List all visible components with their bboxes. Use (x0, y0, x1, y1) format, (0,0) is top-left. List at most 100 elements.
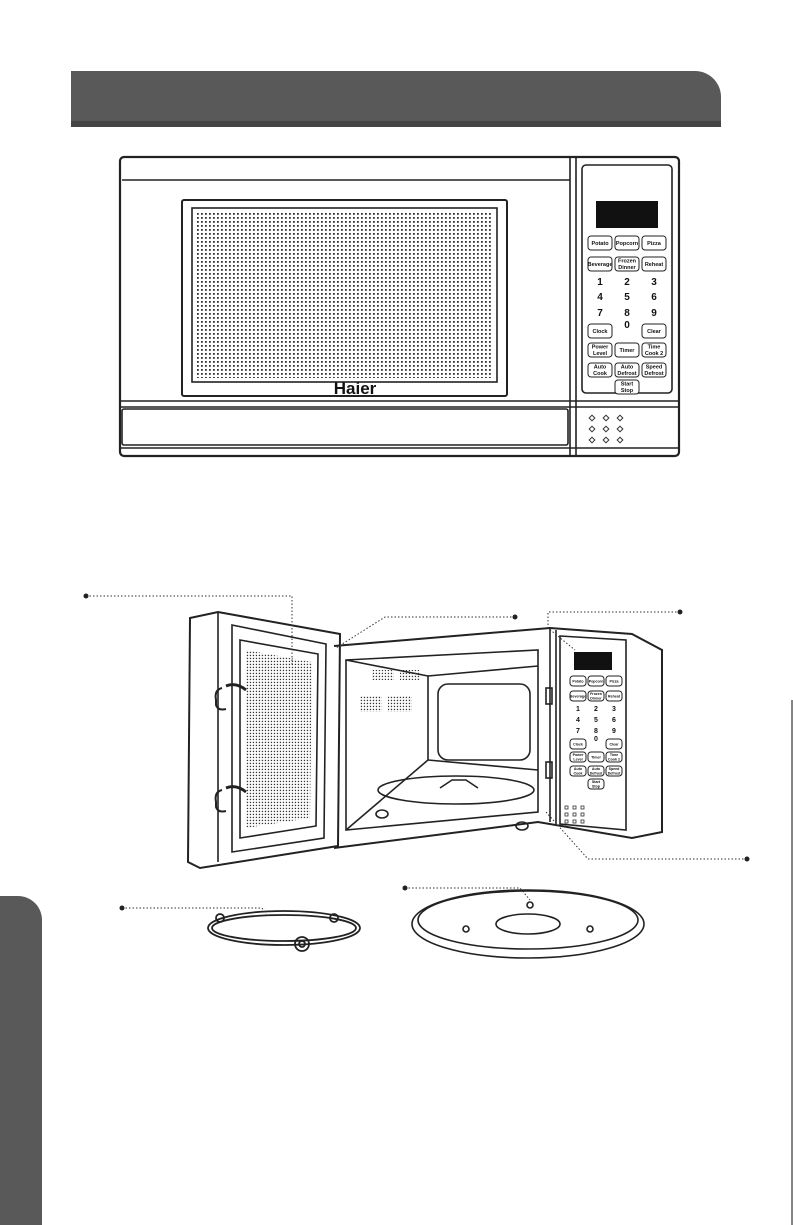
popcorn-button[interactable]: Popcorn (587, 675, 605, 687)
key-label: Power (573, 753, 584, 757)
reheat-button[interactable]: Reheat (605, 690, 623, 702)
clear-button[interactable]: Clear (641, 323, 667, 339)
clock-button[interactable]: Clock (587, 323, 613, 339)
clock-button[interactable]: Clock (569, 738, 587, 750)
side-section-tab (0, 896, 42, 1225)
key-label: Stop (592, 785, 601, 789)
digit-key-5[interactable]: 5 (594, 717, 598, 724)
digit-key-1[interactable]: 1 (597, 277, 603, 288)
key-label: Power (592, 345, 609, 351)
key-label: Auto (592, 767, 601, 771)
key-label: Start (592, 780, 601, 784)
key-label: Reheat (645, 262, 664, 268)
digit-key-0[interactable]: 0 (594, 736, 598, 743)
key-label: Auto (621, 365, 634, 371)
key-label: Defrost (590, 772, 603, 776)
key-label: Stop (621, 388, 634, 394)
digit-key-7[interactable]: 7 (597, 308, 603, 319)
key-label: Dinner (618, 265, 636, 271)
key-label: Clock (573, 742, 583, 746)
popcorn-button[interactable]: Popcorn (614, 235, 640, 251)
reheat-button[interactable]: Reheat (641, 256, 667, 272)
key-label: Cook 2 (645, 351, 663, 357)
key-label: Level (593, 351, 608, 357)
digit-key-2[interactable]: 2 (594, 706, 598, 713)
digit-key-9[interactable]: 9 (612, 728, 616, 735)
timer-button[interactable]: Timer (614, 342, 640, 358)
pizza-button[interactable]: Pizza (641, 235, 667, 251)
callout-leaders (86, 595, 747, 915)
microwave-front-view (118, 155, 681, 458)
key-label: Defrost (608, 772, 621, 776)
digit-key-5[interactable]: 5 (624, 292, 630, 303)
beverage-button[interactable]: Beverage (569, 690, 587, 702)
key-label: Defrost (644, 371, 663, 377)
key-label: Clock (593, 329, 609, 335)
key-label: Time (648, 345, 661, 351)
digit-key-7[interactable]: 7 (576, 728, 580, 735)
key-label: Frozen (590, 692, 602, 696)
key-label: Speed (646, 365, 663, 371)
digit-key-4[interactable]: 4 (576, 717, 580, 724)
key-label: Beverage (588, 262, 613, 268)
key-label: Cook (593, 371, 608, 377)
key-label: Cook 2 (608, 758, 620, 762)
digit-key-6[interactable]: 6 (612, 717, 616, 724)
key-label: Level (573, 758, 582, 762)
key-label: Popcorn (616, 241, 639, 247)
key-label: Popcorn (589, 679, 604, 683)
front-vent-dots (588, 414, 624, 444)
key-label: Clear (610, 742, 620, 746)
key-label: Pizza (647, 241, 662, 247)
key-label: Time (610, 753, 618, 757)
open-keypad: Potato Popcorn PizzaBeverageFrozenDinnerRe… (569, 675, 623, 790)
key-label: Potato (572, 679, 584, 683)
digit-key-8[interactable]: 8 (624, 308, 630, 319)
section-header-band (71, 71, 721, 127)
digit-key-1[interactable]: 1 (576, 706, 580, 713)
callout-dots (83, 593, 750, 911)
key-label: Pizza (610, 679, 620, 683)
beverage-button[interactable]: Beverage (587, 256, 613, 272)
potato-button[interactable]: Potato (587, 235, 613, 251)
digit-key-0[interactable]: 0 (624, 320, 630, 331)
digit-key-9[interactable]: 9 (651, 308, 657, 319)
clear-button[interactable]: Clear (605, 738, 623, 750)
key-label: Potato (591, 241, 609, 247)
key-label: Auto (574, 767, 583, 771)
digit-key-2[interactable]: 2 (624, 277, 630, 288)
digit-key-8[interactable]: 8 (594, 728, 598, 735)
digit-key-3[interactable]: 3 (612, 706, 616, 713)
key-label: Clear (647, 329, 662, 335)
digit-key-6[interactable]: 6 (651, 292, 657, 303)
potato-button[interactable]: Potato (569, 675, 587, 687)
key-label: Defrost (617, 371, 636, 377)
key-label: Beverage (570, 694, 586, 698)
key-label: Timer (620, 348, 636, 354)
digit-key-3[interactable]: 3 (651, 277, 657, 288)
key-label: Reheat (608, 694, 621, 698)
key-label: Frozen (618, 259, 637, 265)
microwave-open-view (186, 610, 663, 870)
timer-button[interactable]: Timer (587, 751, 605, 763)
pizza-button[interactable]: Pizza (605, 675, 623, 687)
digit-key-4[interactable]: 4 (597, 292, 603, 303)
roller-ring (207, 910, 361, 952)
glass-turntable (411, 889, 645, 959)
